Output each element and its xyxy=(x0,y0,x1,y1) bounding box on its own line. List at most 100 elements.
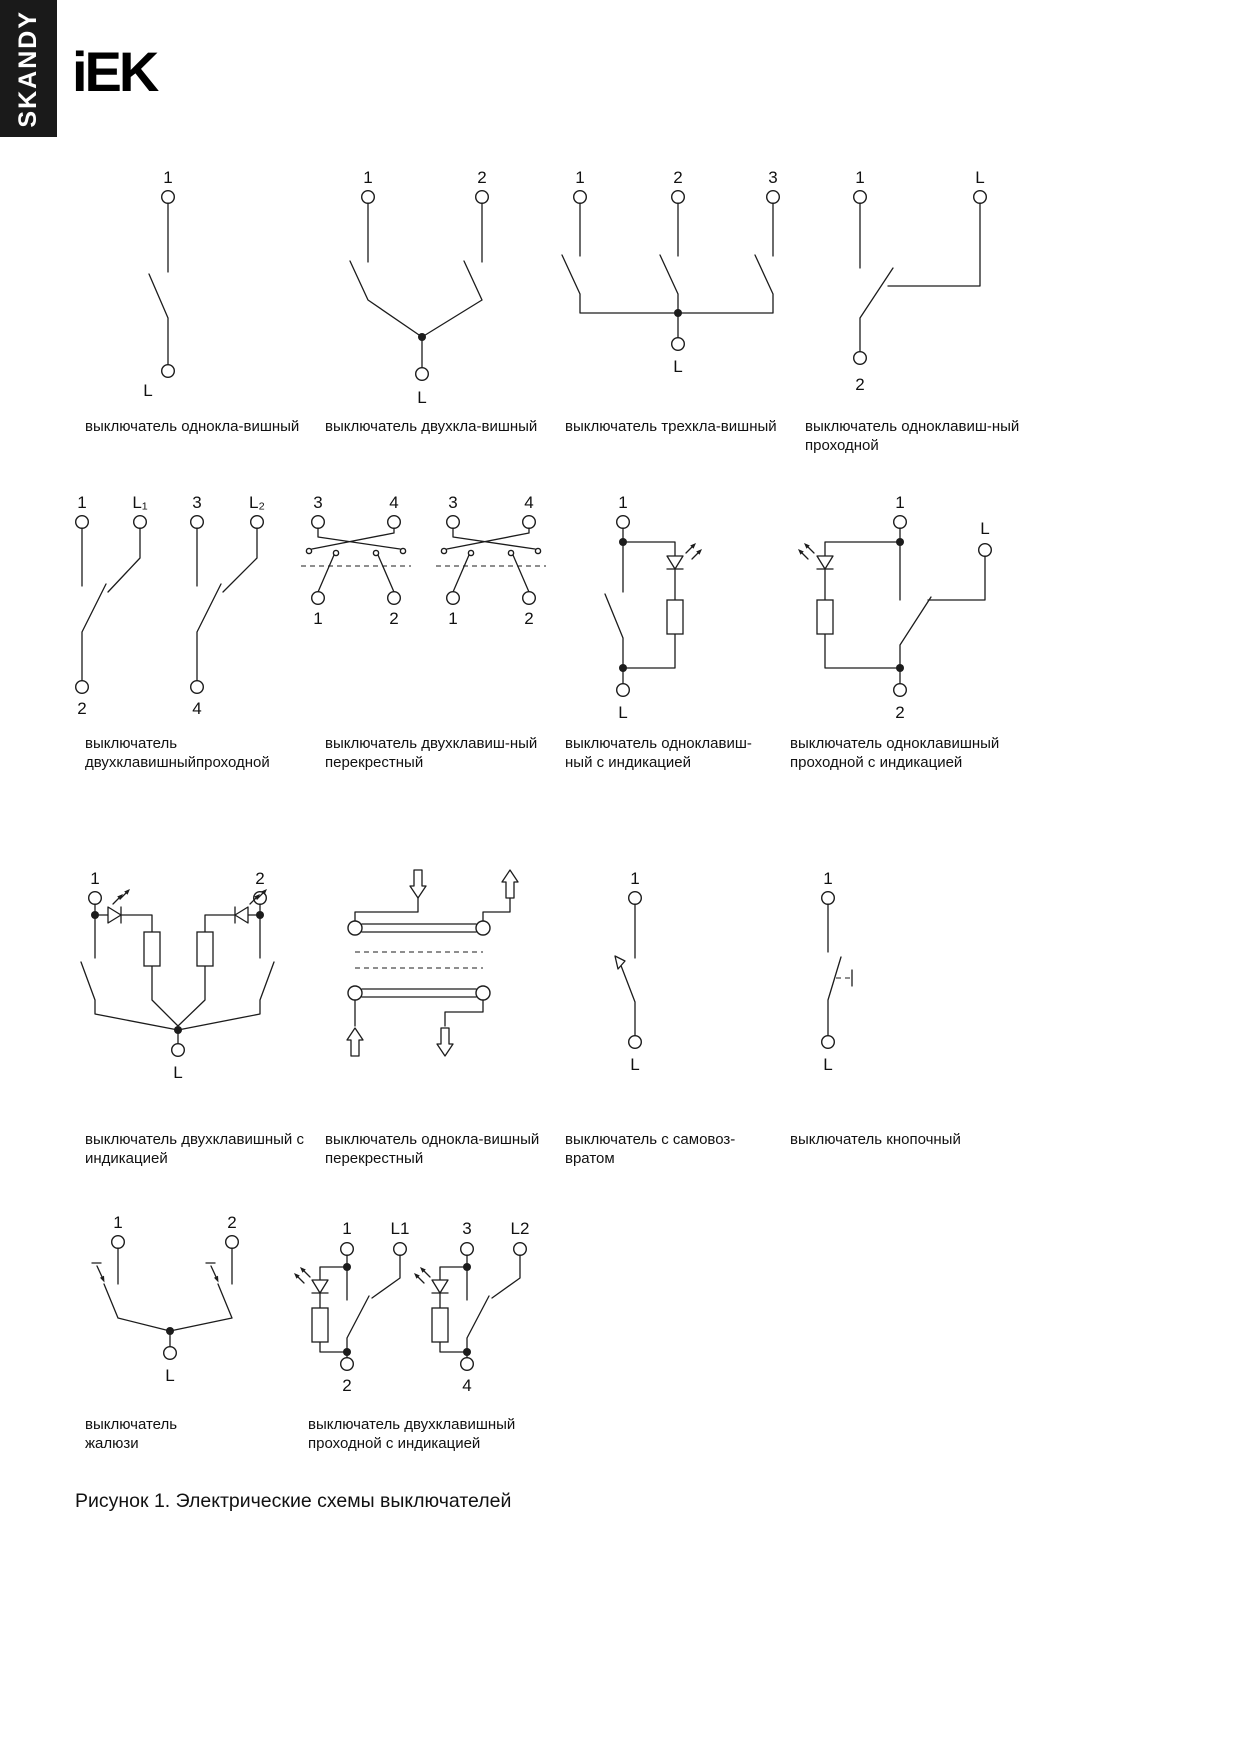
terminal-label: L xyxy=(673,357,682,376)
terminal-label: 1 xyxy=(77,493,86,512)
contact-pin xyxy=(372,549,380,557)
terminal xyxy=(160,189,176,205)
wiring xyxy=(354,897,511,1027)
junction-dot xyxy=(418,333,426,341)
wiring xyxy=(859,202,981,353)
resistor-icon xyxy=(666,599,684,635)
terminal-label: L₁ xyxy=(132,493,147,512)
actuator-arrowhead-icon xyxy=(100,1275,105,1283)
junction-dot xyxy=(166,1327,174,1335)
contact-pin xyxy=(467,549,475,557)
diagram-two-gang-two-way-switch: 1 L₁ 3 L₂ 2 4 xyxy=(74,493,265,718)
self-return-arrow-icon xyxy=(614,955,626,970)
terminal-label: 2 xyxy=(673,168,682,187)
caption-push-button: выключатель кнопочный xyxy=(790,1131,961,1148)
terminal-label: 3 xyxy=(448,493,457,512)
contact-node xyxy=(347,920,363,936)
caption-three-gang-switch: выключатель трехкла-вишный xyxy=(565,418,777,435)
wiring xyxy=(439,1254,521,1359)
caption-two-gang-two-way: выключатель двухклавишныйпроходной xyxy=(85,735,270,771)
terminal-label: L xyxy=(143,381,152,400)
terminal xyxy=(387,591,401,605)
terminal-label: L₂ xyxy=(249,493,265,512)
terminal xyxy=(893,683,907,697)
diagram-single-crossover-switch xyxy=(346,869,519,1057)
junction-dot xyxy=(674,309,682,317)
terminal xyxy=(460,1241,474,1257)
caption-two-gang-switch: выключатель двухкла-вишный xyxy=(325,418,538,435)
terminal-label: 4 xyxy=(192,699,201,718)
series-banner: SKANDY xyxy=(0,0,57,137)
wiring xyxy=(80,903,275,1045)
terminal-label: 4 xyxy=(524,493,533,512)
terminal xyxy=(170,1042,186,1058)
terminal-label: 3 xyxy=(313,493,322,512)
terminal-label: 4 xyxy=(389,493,398,512)
terminal-label: 1 xyxy=(823,869,832,888)
light-emission-arrow-icon xyxy=(797,548,809,560)
diagram-single-switch-indicator: 1 L xyxy=(604,493,703,722)
terminal xyxy=(893,515,907,529)
terminal xyxy=(249,515,264,529)
terminal xyxy=(446,591,460,605)
contact-pin xyxy=(507,549,515,557)
resistor-icon xyxy=(311,1307,329,1343)
terminal xyxy=(821,891,835,905)
terminal-label: L xyxy=(618,703,627,722)
caption-blinds: выключатель жалюзи xyxy=(85,1416,178,1452)
terminal xyxy=(387,515,401,529)
terminal xyxy=(311,591,325,605)
terminal xyxy=(973,189,987,205)
diagram-single-switch: 1 L xyxy=(143,168,176,400)
diagram-single-two-way-switch-indicator: 1 L 2 xyxy=(797,493,992,722)
terminal xyxy=(616,515,630,529)
diagram-two-gang-crossover-switch: 3 4 1 2 3 4 1 2 xyxy=(301,493,546,628)
contact-pin xyxy=(399,547,407,555)
light-emission-arrow-icon xyxy=(803,542,815,554)
terminal-label: 2 xyxy=(77,699,86,718)
terminal xyxy=(132,515,148,529)
terminal xyxy=(475,189,489,205)
contact-pin xyxy=(440,547,448,555)
terminal-label: L1 xyxy=(391,1219,410,1238)
arrow-up-icon xyxy=(346,1027,364,1057)
terminal xyxy=(110,1234,126,1250)
terminal xyxy=(460,1356,474,1372)
wiring xyxy=(311,527,401,593)
caption-two-gang-crossover: выключатель двухклавиш-ный перекрестный xyxy=(325,735,538,771)
terminal-label: 1 xyxy=(448,609,457,628)
wiring xyxy=(446,527,536,593)
terminal xyxy=(766,189,780,205)
caption-two-gang-indicator: выключатель двухклавишный с индикацией xyxy=(85,1131,304,1167)
caption-momentary: выключатель с самовоз- вратом xyxy=(565,1131,736,1167)
light-emission-arrow-icon xyxy=(112,893,124,905)
terminal-label: 1 xyxy=(90,869,99,888)
junction-dot xyxy=(896,538,904,546)
terminal-label: L2 xyxy=(511,1219,530,1238)
iek-logo: iEK xyxy=(72,40,159,103)
caption-two-way-indicator: выключатель одноклавишный проходной с ин… xyxy=(790,735,1000,771)
wiring xyxy=(561,202,774,339)
diagram-blinds-switch: 1 2 L xyxy=(91,1213,240,1385)
terminal-label: 2 xyxy=(227,1213,236,1232)
led-indicator-icon xyxy=(293,1266,329,1294)
terminal-label: L xyxy=(975,168,984,187)
terminal xyxy=(340,1241,354,1257)
terminal xyxy=(446,515,460,529)
light-emission-arrow-icon xyxy=(419,1266,431,1278)
terminal xyxy=(821,1034,835,1050)
diagram-push-button-switch: 1 L xyxy=(821,869,853,1074)
terminal-label: 1 xyxy=(313,609,322,628)
arrow-up-icon xyxy=(501,869,519,899)
contact-pin xyxy=(332,549,340,557)
terminal-label: 1 xyxy=(163,168,172,187)
wiring xyxy=(824,527,986,685)
terminal-label: 1 xyxy=(363,168,372,187)
led-indicator-icon xyxy=(666,542,703,570)
junction-dot xyxy=(174,1026,182,1034)
wiring xyxy=(148,202,169,366)
junction-dot xyxy=(256,911,264,919)
figure-caption: Рисунок 1. Электрические схемы выключате… xyxy=(75,1490,512,1512)
junction-dot xyxy=(463,1263,471,1271)
terminal-label: 1 xyxy=(342,1219,351,1238)
